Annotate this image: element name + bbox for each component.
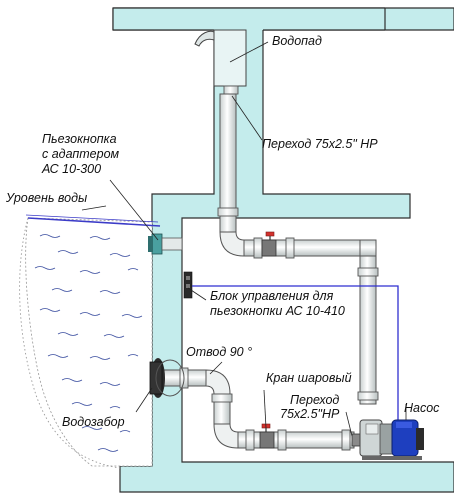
leader-lines — [81, 41, 407, 437]
label-intake: Водозабор — [62, 415, 125, 429]
label-ball-valve: Кран шаровый — [266, 371, 352, 385]
label-transition-bottom-1: Переход — [290, 393, 339, 407]
label-control-block-1: Блок управления для — [210, 289, 334, 303]
pool-water — [19, 214, 161, 469]
pipe-elbow-upper-left — [219, 231, 245, 257]
pipework — [159, 93, 379, 451]
label-waterfall: Водопад — [272, 34, 322, 48]
ball-valve-lower — [259, 423, 275, 449]
ball-valve-upper — [261, 231, 277, 257]
control-block — [183, 271, 193, 299]
labels: Водопад Переход 75х2.5" НР Пьезокнопка с… — [5, 34, 440, 429]
label-piezo-button-1: Пьезокнопка — [42, 132, 117, 146]
waterfall-box — [213, 29, 247, 87]
waterfall-spout — [194, 30, 215, 47]
label-transition-bottom-2: 75х2.5"НР — [280, 407, 340, 421]
label-water-level: Уровень воды — [5, 191, 87, 205]
water-level-line — [27, 217, 161, 227]
pump — [359, 419, 424, 460]
label-piezo-button-3: АС 10-300 — [41, 162, 101, 176]
label-piezo-button-2: с адаптером — [42, 147, 120, 161]
label-transition-top: Переход 75х2.5" НР — [262, 137, 378, 151]
pipe-elbow-lower-left — [213, 423, 239, 449]
water-intake — [149, 358, 185, 398]
pipe-horizontal-lower — [237, 431, 355, 449]
pipe-vertical-right — [359, 255, 377, 405]
pipe-elbow-90 — [205, 369, 231, 395]
control-cable — [192, 285, 399, 424]
pool-basin — [25, 217, 153, 467]
waterfall-outlet — [194, 29, 247, 95]
piezo-button — [148, 233, 183, 255]
label-pump: Насос — [404, 401, 440, 415]
label-elbow: Отвод 90 ° — [186, 345, 252, 359]
waterfall-column-top — [113, 8, 385, 30]
label-control-block-2: пьезокнопки АС 10-410 — [210, 304, 345, 318]
